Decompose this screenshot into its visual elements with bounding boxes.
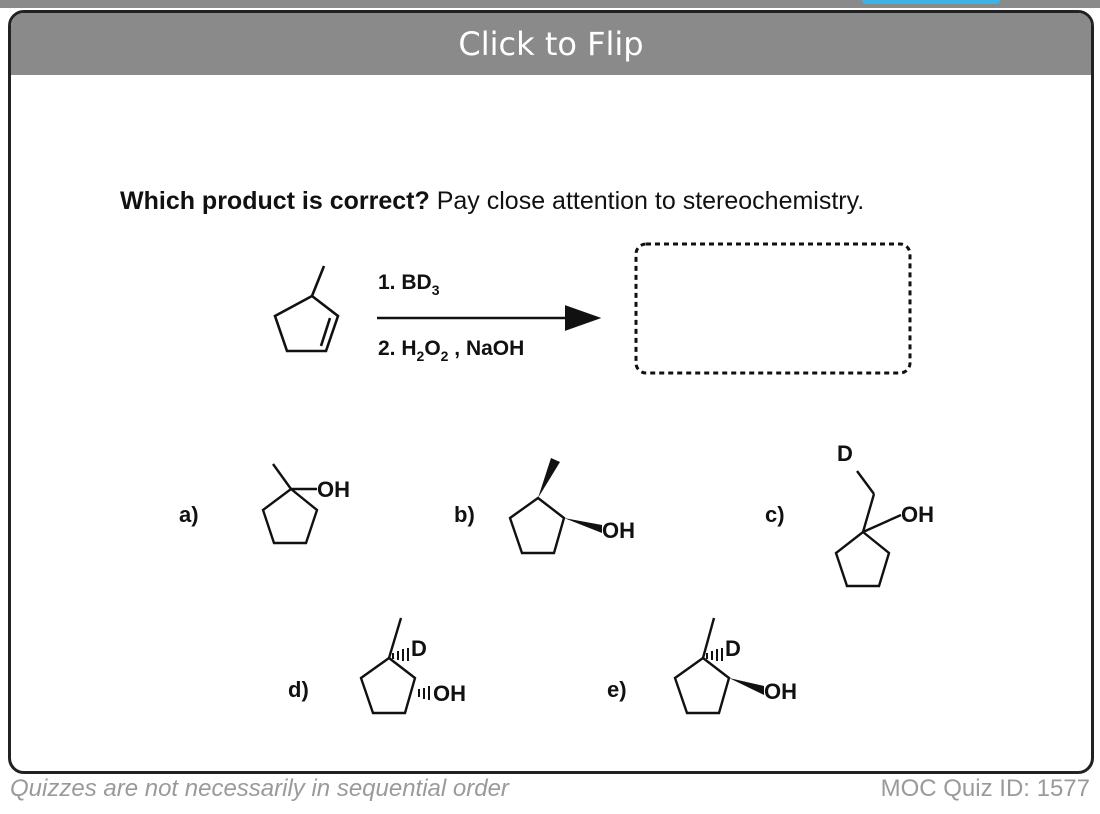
option-d-d: D xyxy=(411,636,427,661)
option-e-oh: OH xyxy=(764,679,797,704)
footer-quiz-id: MOC Quiz ID: 1577 xyxy=(880,775,1090,802)
option-d-oh: OH xyxy=(433,681,466,706)
question-rest: Pay close attention to stereochemistry. xyxy=(429,187,865,215)
option-b-structure[interactable]: OH xyxy=(508,458,635,555)
option-a-structure[interactable]: OH xyxy=(261,463,350,545)
option-e-label[interactable]: e) xyxy=(607,677,627,702)
option-b-label[interactable]: b) xyxy=(454,502,475,527)
footer-sequence-note: Quizzes are not necessarily in sequentia… xyxy=(10,775,509,802)
option-c-oh: OH xyxy=(901,502,934,527)
option-b-oh: OH xyxy=(602,518,635,543)
option-c-d: D xyxy=(837,441,853,466)
option-e-d: D xyxy=(725,636,741,661)
reaction-scheme: 1. BD3 2. H2O2 , NaOH a) OH b) OH c) xyxy=(179,242,934,715)
flip-label: Click to Flip xyxy=(458,25,644,63)
option-c-label[interactable]: c) xyxy=(765,502,785,527)
reagent-step-2: 2. H2O2 , NaOH xyxy=(378,337,524,364)
option-a-label[interactable]: a) xyxy=(179,502,199,527)
option-e-structure[interactable]: D OH xyxy=(673,617,797,715)
top-accent-tab[interactable] xyxy=(862,0,1000,4)
option-c-structure[interactable]: D OH xyxy=(834,441,934,588)
question-bold: Which product is correct? xyxy=(120,187,430,215)
top-strip xyxy=(0,0,1100,8)
product-answer-box[interactable] xyxy=(634,242,912,375)
flashcard[interactable]: Click to Flip Which product is correct? … xyxy=(8,10,1094,774)
reagent-step-1: 1. BD3 xyxy=(378,271,440,298)
starting-material-methylcyclopentene xyxy=(273,265,340,353)
option-d-label[interactable]: d) xyxy=(288,677,309,702)
click-to-flip-button[interactable]: Click to Flip xyxy=(11,13,1091,75)
option-a-oh: OH xyxy=(317,477,350,502)
option-d-structure[interactable]: D OH xyxy=(359,617,466,715)
question-text: Which product is correct? Pay close atte… xyxy=(120,187,864,216)
